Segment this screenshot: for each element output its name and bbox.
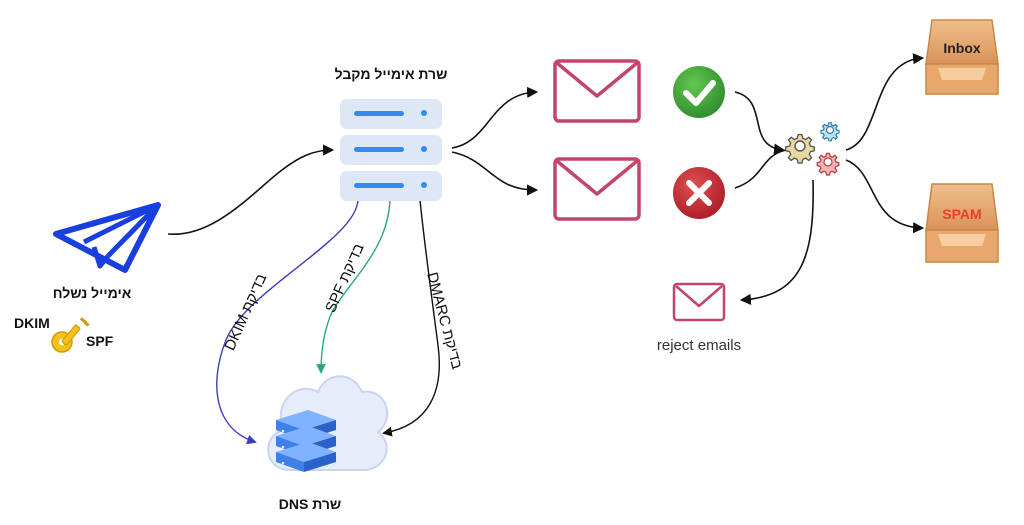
dns-server-label: שרת DNS [278, 496, 342, 512]
server-to-pass-envelope-arrow [451, 86, 539, 149]
fail-to-gears-line [734, 149, 787, 189]
check-icon [673, 66, 725, 118]
x-icon [673, 167, 725, 219]
sender-to-server-arrow [167, 144, 335, 235]
gears-icon [785, 122, 840, 176]
tray-icon [925, 19, 999, 95]
dmarc-check-arrow [382, 199, 440, 437]
server-icon [340, 99, 442, 201]
gears-to-spam-arrow [845, 159, 925, 234]
envelope-icon [553, 59, 641, 123]
spf-check-arrow [316, 199, 391, 374]
pass-to-gears-arrow [734, 91, 786, 155]
dkim-check-arrow [216, 199, 359, 445]
receiving-server-label: שרת אימייל מקבל [334, 66, 448, 82]
dkim-key-label: DKIM [14, 315, 50, 331]
dmarc-check-label: בדיקת DMARC [423, 271, 465, 372]
envelope-icon [553, 157, 641, 221]
server-icon [276, 410, 336, 472]
reject-emails-label: reject emails [656, 337, 742, 354]
gears-to-reject-arrow [739, 179, 814, 305]
spam-label: SPAM [942, 206, 982, 222]
spf-check-label: בדיקת SPF [322, 241, 368, 315]
dkim-check-label: בדיקת DKIM [221, 271, 270, 353]
tray-icon [925, 183, 999, 263]
sender-label: אימייל נשלח [52, 285, 132, 301]
gears-to-inbox-arrow [845, 53, 925, 151]
server-to-fail-envelope-arrow [451, 151, 539, 196]
spf-key-label: SPF [86, 333, 114, 349]
key-icon [51, 317, 90, 353]
envelope-icon [672, 282, 726, 322]
paper-plane-icon [53, 202, 161, 273]
inbox-label: Inbox [943, 40, 981, 56]
